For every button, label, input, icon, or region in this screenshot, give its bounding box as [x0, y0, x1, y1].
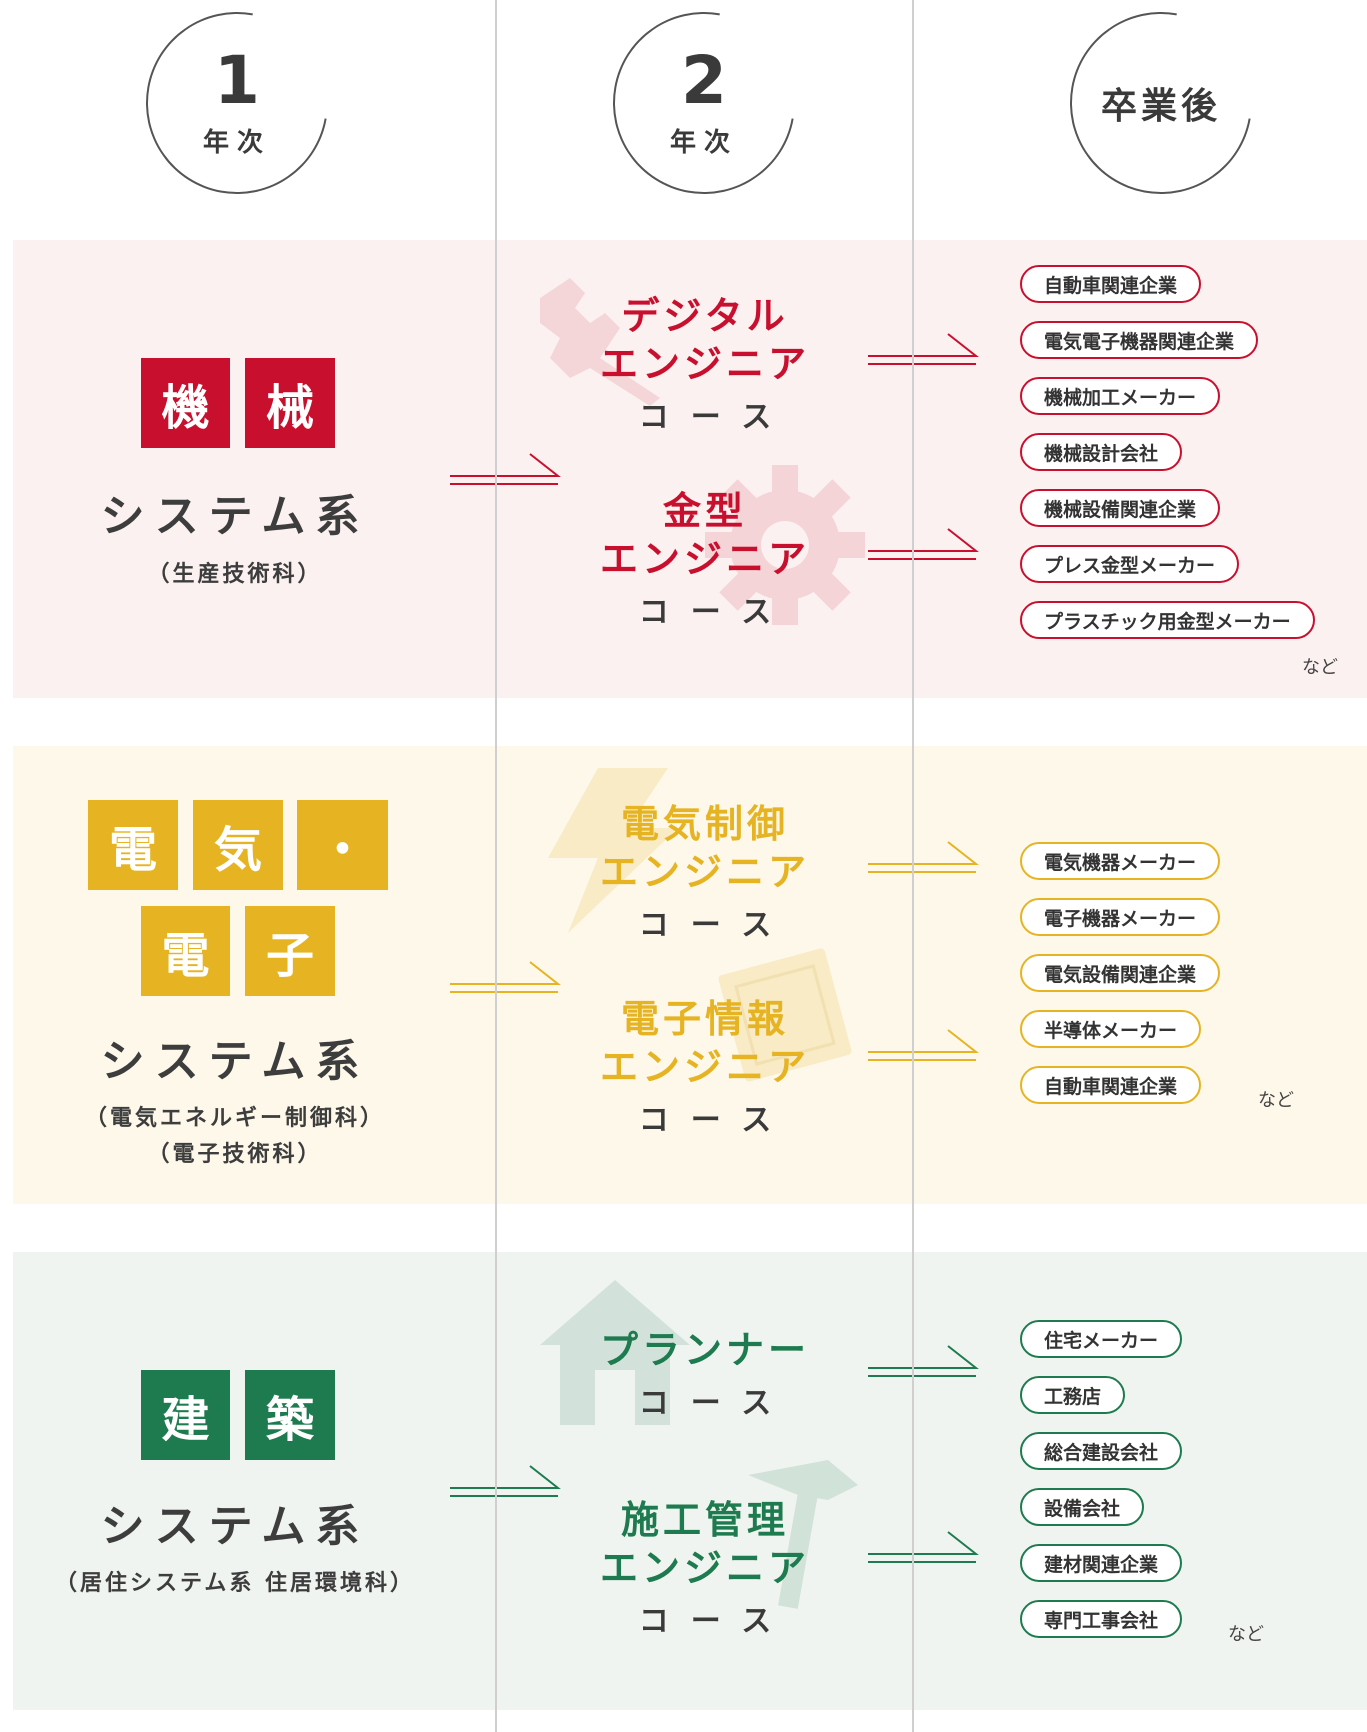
- elec-arrow-1: [868, 841, 979, 873]
- elec-career-4: 半導体メーカー: [1020, 1010, 1202, 1048]
- mech-career-5: 機械設備関連企業: [1020, 489, 1221, 527]
- arch-career-1: 住宅メーカー: [1020, 1320, 1183, 1358]
- elec-course-1: 電気制御 エンジニア コース: [540, 800, 870, 944]
- arch-arrow-main: [450, 1465, 561, 1497]
- after-label: 卒業後: [1100, 86, 1221, 127]
- elec-arrow-main: [450, 961, 561, 993]
- elec-kanji-1: 電: [88, 800, 178, 890]
- elec-course-1-line1: 電気制御: [620, 802, 789, 846]
- mech-career-6: プレス金型メーカー: [1020, 545, 1240, 583]
- mech-course-1-ko: コース: [638, 400, 794, 435]
- year1-label: 年次: [202, 127, 271, 158]
- elec-kanji-5: 子: [245, 906, 335, 996]
- elec-course-1-ko: コース: [638, 908, 794, 943]
- mech-career-4: 機械設計会社: [1020, 433, 1183, 471]
- wrench-icon: [540, 278, 660, 406]
- elec-kanji-2: 気: [193, 800, 283, 890]
- mech-arrow-main: [450, 453, 561, 485]
- arch-course-2: 施工管理 エンジニア コース: [540, 1496, 870, 1640]
- arch-nado: など: [1228, 1624, 1264, 1645]
- elec-dept-1: （電気エネルギー制御科）: [84, 1106, 385, 1131]
- arch-course-2-ko: コース: [638, 1604, 794, 1639]
- year1-number: 1: [214, 41, 260, 119]
- mech-career-1: 自動車関連企業: [1020, 265, 1202, 303]
- arch-course-1: プランナー コース: [540, 1326, 870, 1422]
- arch-kanji-2: 築: [245, 1370, 335, 1460]
- mech-course-1-line2: エンジニア: [599, 342, 810, 386]
- year1-header: 1 年次: [146, 12, 328, 194]
- divider-line-2: [912, 0, 914, 1732]
- mech-course-2-ko: コース: [638, 595, 794, 630]
- elec-dept-2: （電子技術科）: [147, 1142, 323, 1167]
- house-icon: [540, 1280, 690, 1425]
- mech-career-7: プラスチック用金型メーカー: [1020, 601, 1315, 639]
- elec-course-1-line2: エンジニア: [599, 850, 810, 894]
- mech-arrow-1: [868, 333, 979, 365]
- arch-career-6: 専門工事会社: [1020, 1600, 1183, 1638]
- elec-course-2-ko: コース: [638, 1103, 794, 1138]
- arch-course-1-ko: コース: [638, 1386, 794, 1421]
- mech-dept: （生産技術科）: [147, 562, 323, 587]
- mech-career-3: 機械加工メーカー: [1020, 377, 1221, 415]
- arch-dept: （居住システム系 住居環境科）: [54, 1571, 415, 1596]
- arch-kanji-1: 建: [141, 1370, 230, 1460]
- mech-kanji-2: 械: [245, 358, 335, 448]
- elec-career-2: 電子機器メーカー: [1020, 898, 1221, 936]
- lightning-icon: [548, 768, 678, 933]
- elec-career-3: 電気設備関連企業: [1020, 954, 1221, 992]
- arch-course-2-line1: 施工管理: [620, 1498, 789, 1542]
- arch-course-1-line1: プランナー: [599, 1328, 810, 1372]
- elec-career-5: 自動車関連企業: [1020, 1066, 1202, 1104]
- year2-label: 年次: [669, 127, 738, 158]
- arch-arrow-1: [868, 1345, 979, 1377]
- arch-career-5: 建材関連企業: [1020, 1544, 1183, 1582]
- elec-kanji-4: 電: [141, 906, 230, 996]
- arch-arrow-2: [868, 1531, 979, 1563]
- elec-system-title: システム系: [100, 1036, 370, 1087]
- year2-header: 2 年次: [613, 12, 795, 194]
- arch-system-title: システム系: [100, 1501, 370, 1552]
- mech-course-2-line1: 金型: [662, 489, 747, 533]
- gear-icon: [705, 465, 865, 625]
- elec-arrow-2: [868, 1029, 979, 1061]
- elec-course-2-line2: エンジニア: [599, 1045, 810, 1089]
- mech-kanji-1: 機: [141, 358, 230, 448]
- mech-course-2-line2: エンジニア: [599, 537, 810, 581]
- elec-course-2: 電子情報 エンジニア コース: [540, 995, 870, 1139]
- divider-line-1: [495, 0, 497, 1732]
- mech-nado: など: [1302, 657, 1338, 678]
- elec-kanji-3: ・: [297, 800, 388, 890]
- mech-career-2: 電気電子機器関連企業: [1020, 321, 1259, 359]
- arch-course-2-line2: エンジニア: [599, 1546, 810, 1590]
- mech-course-2: 金型 エンジニア コース: [540, 487, 870, 631]
- arch-career-3: 総合建設会社: [1020, 1432, 1183, 1470]
- mech-arrow-2: [868, 528, 979, 560]
- hammer-icon: [748, 1460, 858, 1609]
- arch-career-2: 工務店: [1020, 1376, 1126, 1414]
- mech-course-1: デジタル エンジニア コース: [540, 292, 870, 436]
- arch-career-4: 設備会社: [1020, 1488, 1145, 1526]
- elec-career-1: 電気機器メーカー: [1020, 842, 1221, 880]
- after-header: 卒業後: [1070, 12, 1252, 194]
- year2-number: 2: [681, 41, 727, 119]
- chip-icon: [718, 948, 852, 1082]
- mech-system-title: システム系: [100, 491, 370, 542]
- mech-course-1-line1: デジタル: [621, 294, 789, 338]
- elec-course-2-line1: 電子情報: [620, 997, 789, 1041]
- elec-nado: など: [1258, 1090, 1294, 1111]
